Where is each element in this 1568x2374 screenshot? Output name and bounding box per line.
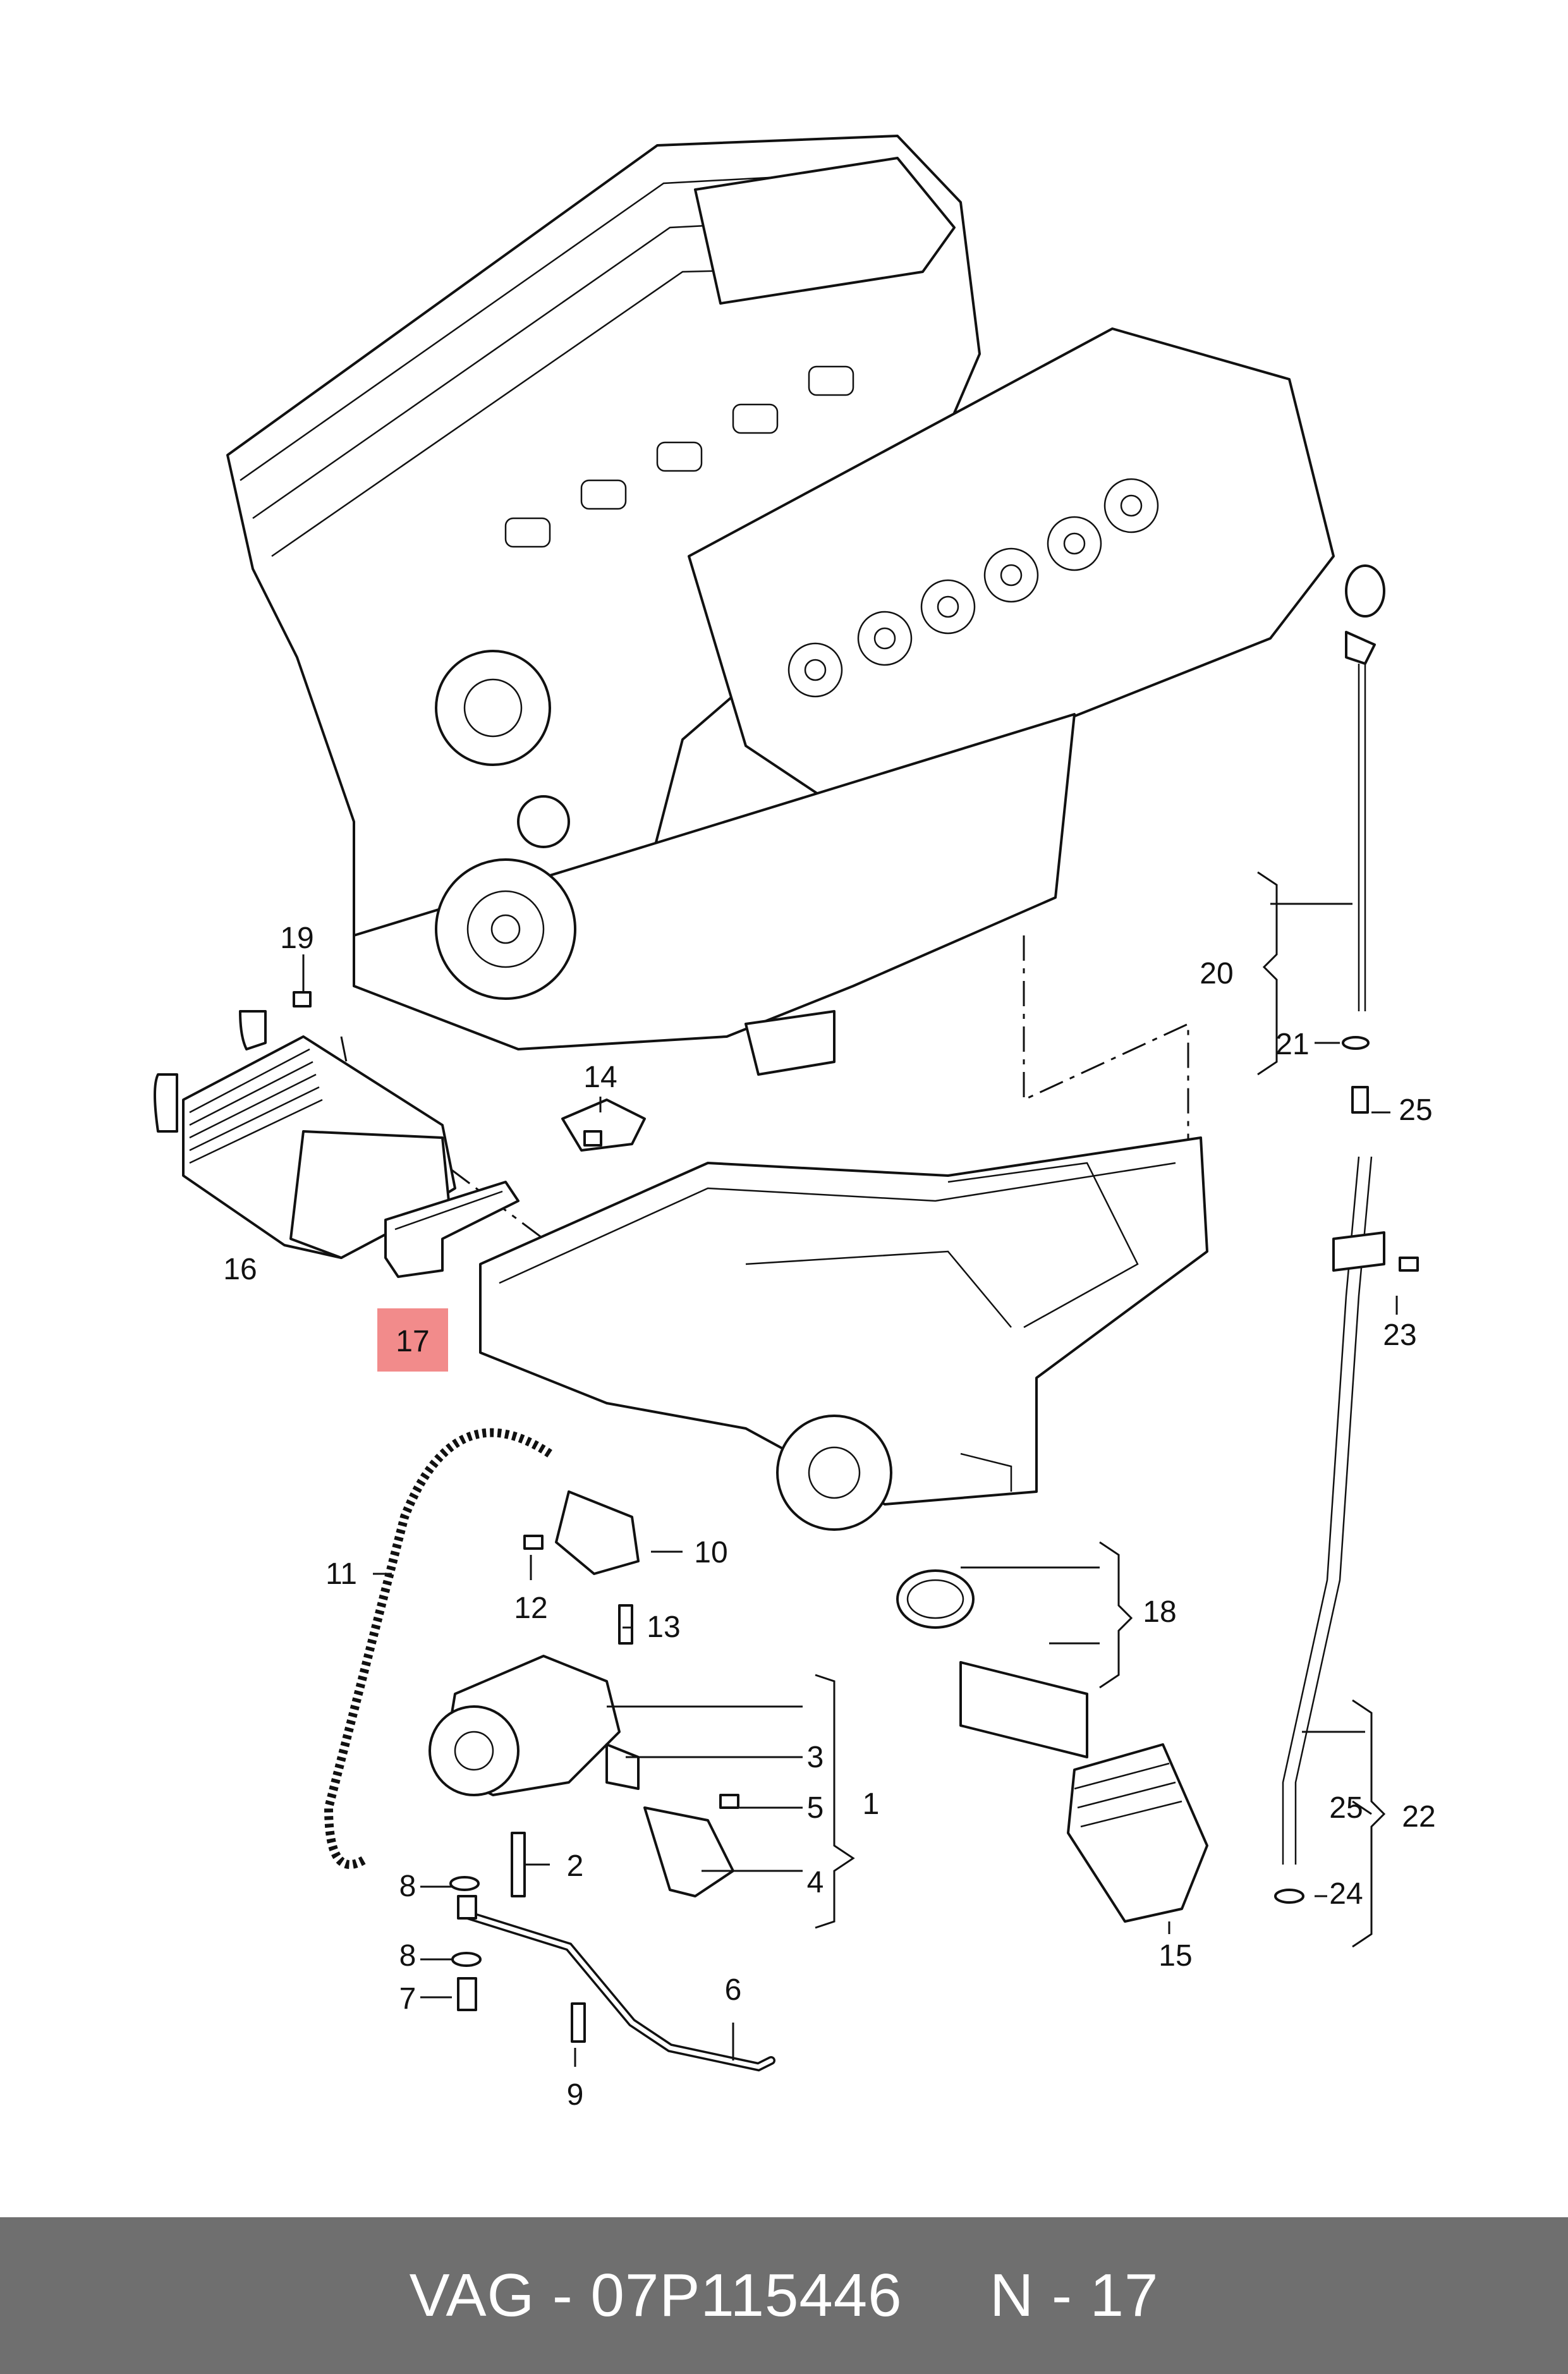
label-4: 4 — [807, 1866, 824, 1899]
label-15: 15 — [1158, 1939, 1192, 1973]
label-17: 17 — [396, 1325, 429, 1358]
label-9: 9 — [567, 2078, 584, 2112]
label-25a: 25 — [1399, 1093, 1432, 1127]
oil-line-inner — [465, 1913, 774, 2069]
label-3: 3 — [807, 1741, 824, 1774]
label-8b: 8 — [399, 1939, 416, 1973]
label-12: 12 — [514, 1592, 547, 1625]
assembly-line-engine-pan — [1023, 935, 1189, 1201]
label-10: 10 — [694, 1536, 727, 1569]
label-22: 22 — [1402, 1800, 1435, 1834]
oil-pan — [479, 1136, 1208, 1531]
leader-lines — [302, 871, 1398, 2067]
oil-cooler — [154, 1010, 456, 1259]
label-14: 14 — [583, 1061, 617, 1094]
label-13: 13 — [647, 1610, 680, 1644]
label-11: 11 — [325, 1557, 357, 1591]
label-8a: 8 — [399, 1870, 416, 1903]
label-25b: 25 — [1329, 1791, 1363, 1825]
gasket-17 — [384, 1181, 520, 1278]
label-2: 2 — [567, 1849, 584, 1883]
label-19: 19 — [280, 922, 313, 955]
callout-labels: 1 2 3 4 5 6 7 8 8 9 10 11 12 13 14 15 16… — [223, 922, 1435, 2112]
small-parts — [293, 991, 1419, 2043]
oil-pump — [428, 1655, 734, 1897]
label-6: 6 — [725, 1973, 742, 2007]
label-1: 1 — [863, 1787, 880, 1821]
label-20: 20 — [1200, 957, 1233, 990]
label-24: 24 — [1329, 1877, 1363, 1911]
label-23: 23 — [1383, 1318, 1416, 1352]
part-number-text: VAG - 07P115446 N - 17 — [409, 2261, 1159, 2329]
oil-filter — [896, 1569, 1208, 1923]
part-number-footer: VAG - 07P115446 N - 17 — [0, 2217, 1568, 2374]
engine-block — [226, 135, 1335, 1076]
label-5: 5 — [807, 1791, 824, 1825]
drive-chain — [324, 1428, 552, 1869]
label-21: 21 — [1275, 1028, 1309, 1061]
highlight-box — [377, 1308, 448, 1372]
dipstick-assembly — [1274, 564, 1385, 1904]
label-7: 7 — [399, 1982, 416, 2016]
gasket-14 — [561, 1099, 646, 1152]
label-16: 16 — [223, 1253, 257, 1286]
exploded-parts-diagram: 1 2 3 4 5 6 7 8 8 9 10 11 12 13 14 15 16… — [154, 135, 1436, 2112]
label-18: 18 — [1143, 1595, 1176, 1629]
